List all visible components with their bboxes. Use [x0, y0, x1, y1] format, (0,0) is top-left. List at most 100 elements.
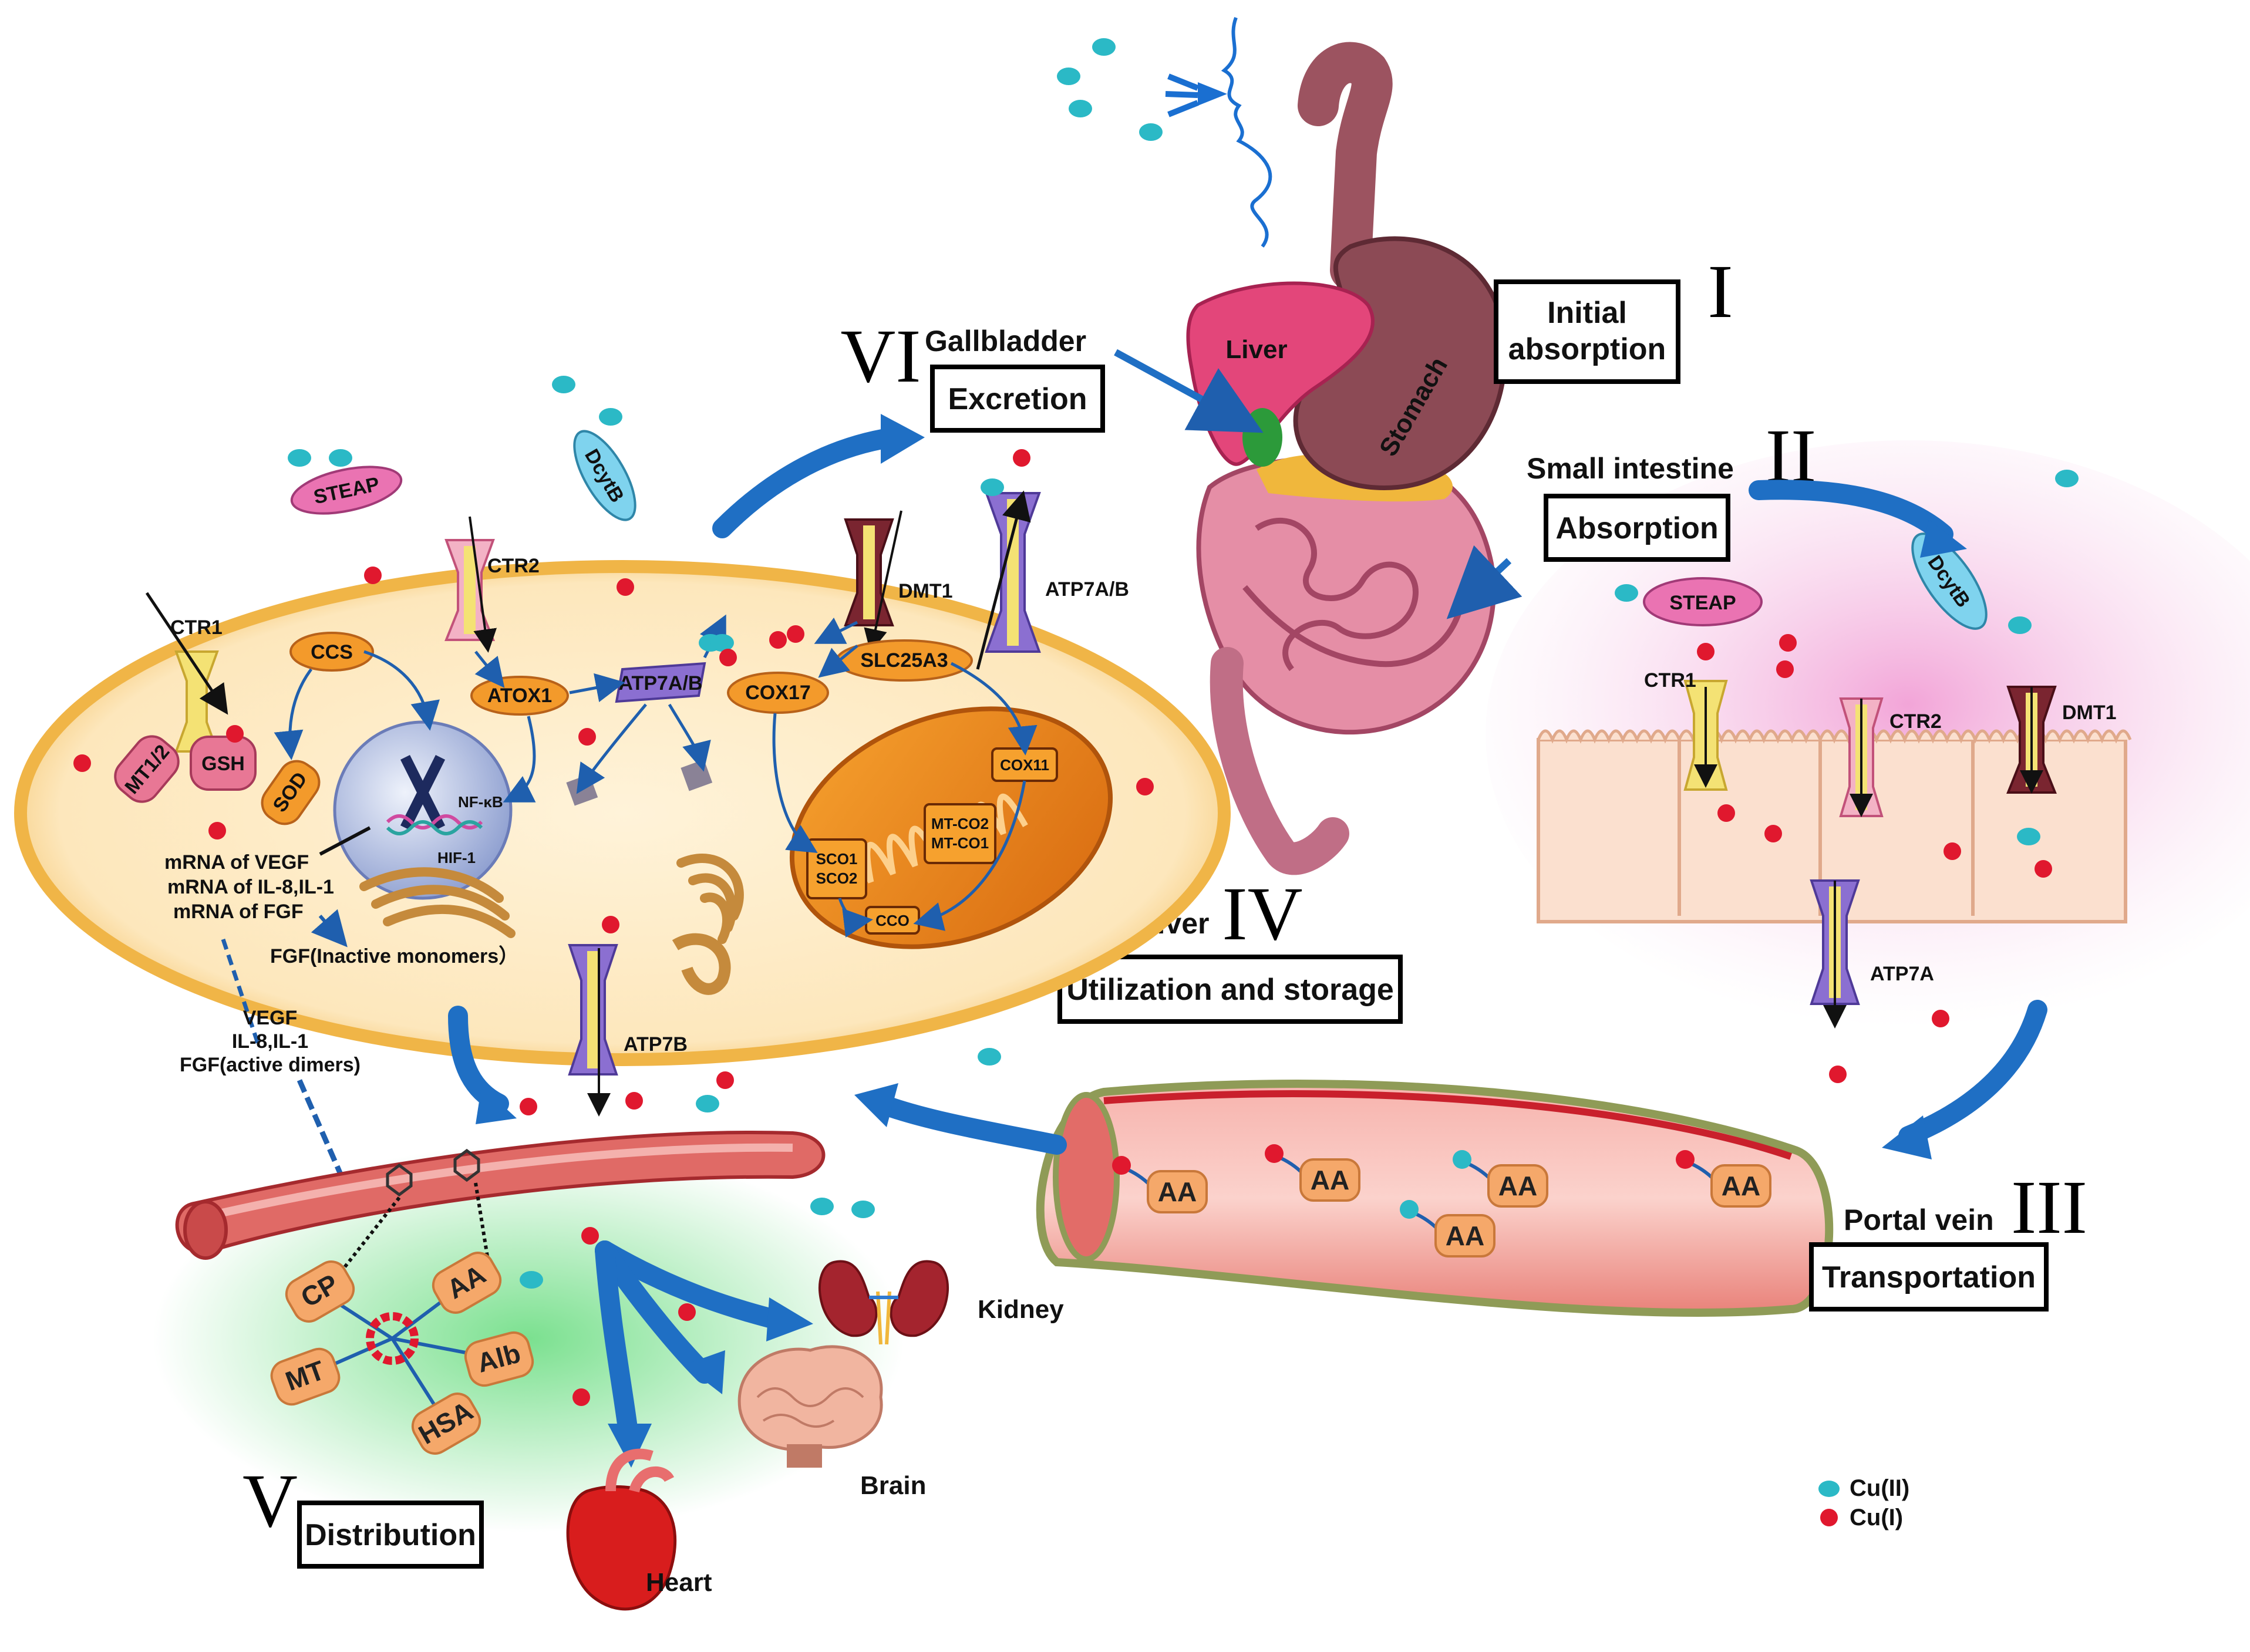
- svg-text:FGF(active dimers): FGF(active dimers): [180, 1054, 361, 1076]
- gallbladder-shape: [1242, 408, 1282, 467]
- dist-carrier-mt: MT: [270, 1337, 393, 1406]
- cu1-ion: [1717, 804, 1735, 822]
- transportation-box: Transportation: [1809, 1242, 2049, 1312]
- kidney-label: Kidney: [978, 1295, 1064, 1324]
- protein-atp7ab-inner: ATP7A/B: [615, 662, 706, 703]
- cell-dcytb: DcytB: [573, 430, 636, 521]
- cu2-ion: [1057, 68, 1080, 85]
- protein-sco: SCO1 SCO2: [806, 838, 867, 899]
- stage-utilization-storage: Liver IV Utilization and storage: [854, 872, 1403, 1155]
- stage-numeral-vi: VI: [840, 314, 921, 399]
- protein-cox11: COX11: [991, 747, 1058, 782]
- cu1-ion: [1779, 634, 1797, 652]
- cell-atp7b-transporter: ATP7B: [568, 944, 688, 1117]
- stage-distribution: V Distribution: [242, 1459, 484, 1569]
- copper-ions: [73, 38, 2079, 1406]
- brain-label: Brain: [860, 1471, 926, 1500]
- distribution-arrows: [595, 1240, 813, 1468]
- svg-text:AA: AA: [1311, 1165, 1349, 1195]
- svg-text:SLC25A3: SLC25A3: [860, 649, 948, 672]
- svg-text:STEAP: STEAP: [1669, 592, 1736, 614]
- svg-text:ATP7B: ATP7B: [624, 1033, 688, 1056]
- cu1-ion: [1013, 449, 1030, 467]
- cell-pathway-arrows: [274, 614, 1038, 938]
- svg-text:Excretion: Excretion: [948, 382, 1087, 416]
- cu2-ion: [1092, 38, 1116, 56]
- mtco2-text: MT-CO2: [931, 815, 989, 832]
- stage-numeral-iii: III: [2011, 1165, 2087, 1250]
- mouth-profile-icon: [1165, 16, 1272, 248]
- cu1-ion: [578, 728, 596, 746]
- cu1-ion: [520, 1098, 537, 1115]
- cu2-ion: [1139, 123, 1163, 141]
- cu2-ion: [978, 1048, 1001, 1066]
- cu2-ion: [329, 449, 352, 467]
- stage-numeral-i: I: [1707, 250, 1733, 334]
- svg-text:Cu(I): Cu(I): [1850, 1505, 1903, 1530]
- intestine-steap: STEAP: [1643, 577, 1763, 626]
- svg-text:ATP7A/B: ATP7A/B: [619, 672, 703, 694]
- excretion-box: Excretion: [930, 365, 1105, 433]
- svg-text:Cu(II): Cu(II): [1850, 1475, 1909, 1501]
- cell-ctr1-transporter: CTR1: [145, 592, 228, 753]
- cell-to-excretion-arrow: [712, 427, 902, 538]
- svg-text:CCS: CCS: [311, 641, 353, 663]
- legend-swatch-cu1: [1820, 1509, 1838, 1526]
- initial-absorption-line1: Initial: [1547, 296, 1627, 330]
- vein-carrier-aa: AA: [1453, 1150, 1548, 1208]
- cell-steap: STEAP: [290, 466, 403, 515]
- stage-absorption: Small intestine II Absorption: [1446, 414, 1816, 619]
- cu2-ion: [599, 408, 622, 426]
- cu2-ion: [2008, 616, 2032, 634]
- cu1-ion: [73, 754, 91, 772]
- sco1-text: SCO1: [816, 850, 858, 868]
- cu2-ion: [696, 1095, 719, 1112]
- intestine-ctr2-transporter: CTR2: [1839, 697, 1942, 817]
- sco2-text: SCO2: [816, 869, 858, 887]
- stage-excretion: VI Gallbladder Excretion: [840, 314, 1264, 433]
- cu2-ion: [1615, 584, 1638, 602]
- kidney-icon: [819, 1260, 949, 1345]
- heart-label: Heart: [646, 1568, 712, 1597]
- cu2-ion: [520, 1271, 543, 1289]
- cu2-ion: [2055, 470, 2079, 487]
- cu1-ion: [1932, 1010, 1949, 1027]
- svg-text:Distribution: Distribution: [305, 1518, 476, 1552]
- legend-item-cu1: Cu(I): [1820, 1505, 1903, 1530]
- cell-dmt1-transporter: DMT1: [844, 510, 953, 653]
- cytokine-mrna-notes: mRNA of VEGF mRNA of IL-8,IL-1 mRNA of F…: [164, 826, 518, 1175]
- dist-carrier-aa: AA: [391, 1252, 502, 1340]
- initial-absorption-line2: absorption: [1508, 332, 1666, 366]
- heart-icon: [566, 1448, 677, 1611]
- protein-mtco: MT-CO2 MT-CO1: [924, 803, 996, 864]
- cu1-ion: [625, 1092, 643, 1110]
- cu2-ion: [552, 376, 575, 393]
- cu1-ion: [1764, 825, 1782, 842]
- small-intestine-label: Small intestine: [1527, 452, 1734, 485]
- dist-carrier-cp: CP: [285, 1260, 393, 1340]
- portal-vein-label: Portal vein: [1844, 1203, 1994, 1236]
- svg-text:mRNA of FGF: mRNA of FGF: [173, 901, 304, 923]
- svg-text:mRNA of VEGF: mRNA of VEGF: [164, 851, 309, 874]
- liver-organ-label: Liver: [1225, 335, 1287, 364]
- copper-hub-icon: [366, 1312, 419, 1365]
- svg-text:mRNA of IL-8,IL-1: mRNA of IL-8,IL-1: [167, 876, 334, 898]
- svg-text:CTR2: CTR2: [487, 555, 540, 577]
- artery-vessel: [175, 1131, 826, 1281]
- cu1-ion: [1944, 842, 1961, 860]
- protein-slc25a3: SLC25A3: [836, 639, 973, 682]
- cu1-ion: [364, 567, 382, 584]
- svg-text:CTR1: CTR1: [1644, 669, 1696, 692]
- protein-atox1: ATOX1: [470, 676, 569, 716]
- vein-carrier-aa: AA: [1112, 1156, 1208, 1213]
- mtco1-text: MT-CO1: [931, 834, 989, 852]
- cu1-ion: [617, 578, 634, 596]
- svg-text:DMT1: DMT1: [2062, 702, 2117, 724]
- svg-text:COX17: COX17: [745, 682, 811, 704]
- svg-text:CTR1: CTR1: [170, 616, 223, 639]
- cu1-ion: [226, 725, 244, 743]
- svg-text:COX11: COX11: [1000, 756, 1049, 774]
- intestine-pointer-arrow: [1446, 545, 1523, 619]
- svg-text:AA: AA: [1498, 1171, 1537, 1201]
